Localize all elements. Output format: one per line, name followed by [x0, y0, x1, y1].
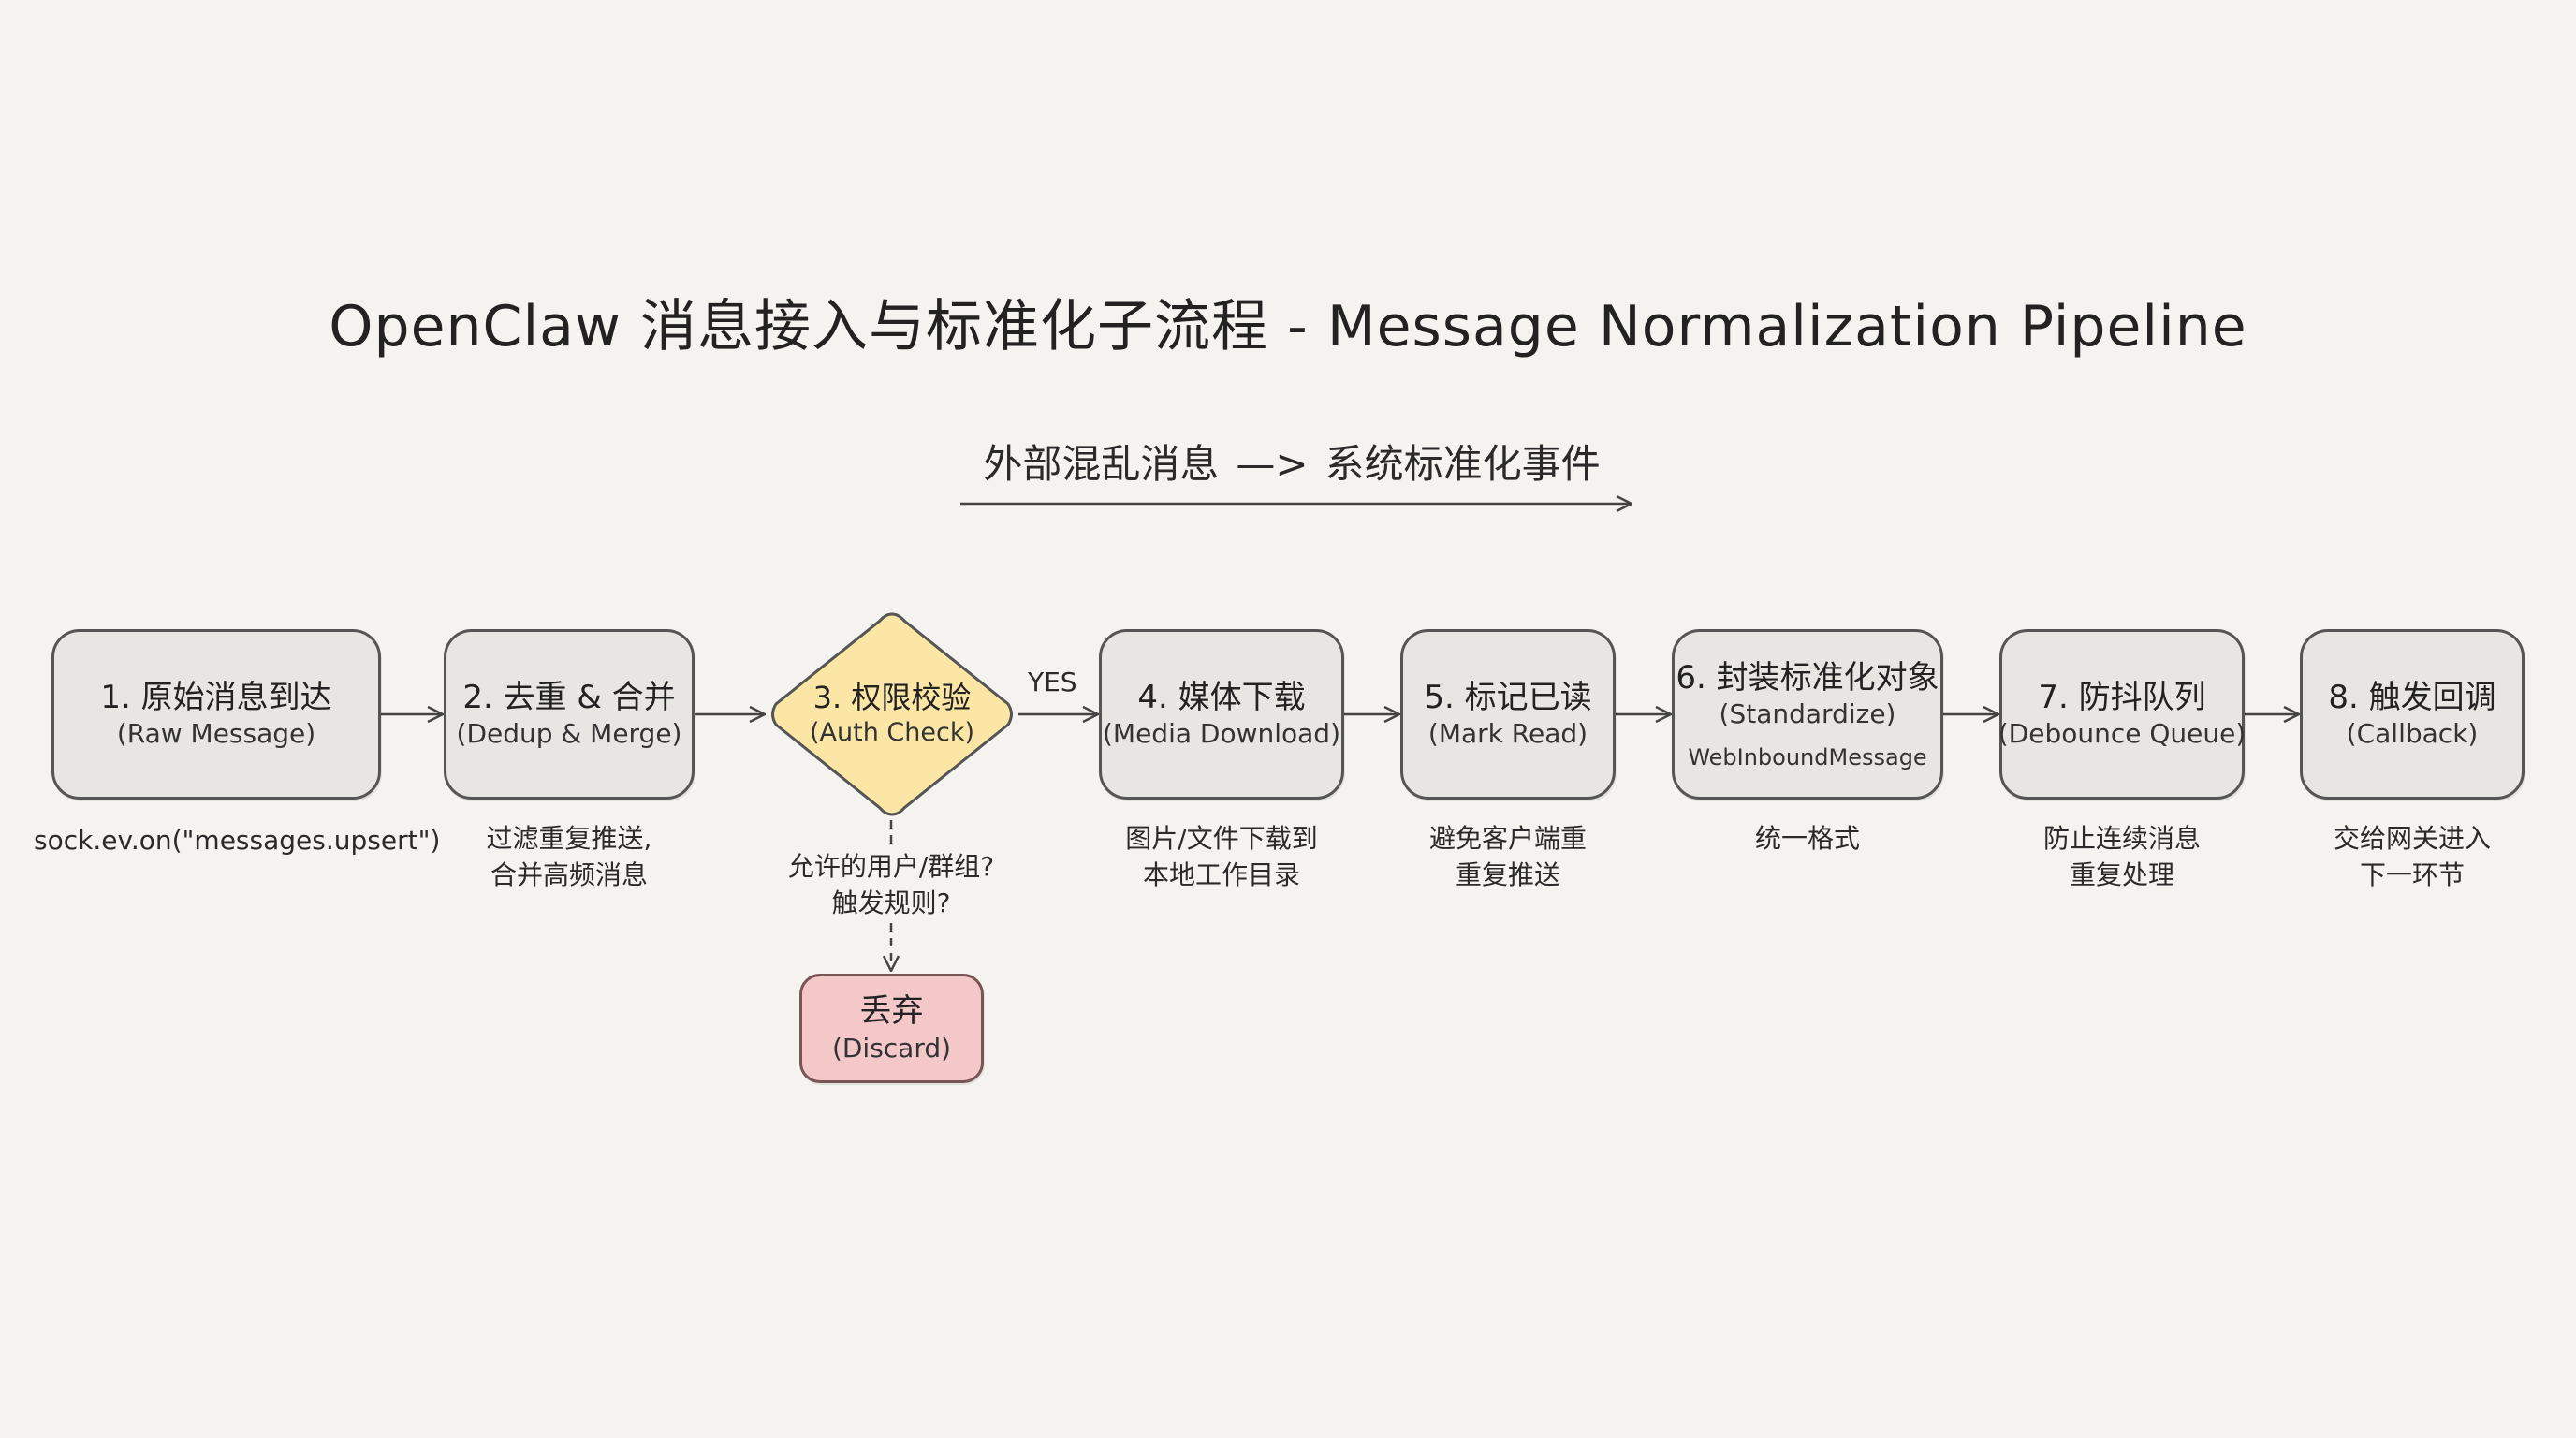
step-note: 避免客户端重 重复推送 [1368, 820, 1648, 893]
discard-label: 丢弃 [859, 992, 924, 1031]
step-label: 2. 去重 & 合并 [462, 678, 676, 716]
discard-sub: (Discard) [831, 1032, 952, 1064]
decision-diamond [771, 612, 1013, 816]
step-extra: WebInboundMessage [1688, 744, 1927, 771]
note-line: 避免客户端重 [1428, 823, 1587, 854]
note-line: 过滤重复推送, [486, 823, 652, 854]
yes-label: YES [1028, 667, 1077, 697]
flow-subtitle: 外部混乱消息 —> 系统标准化事件 [936, 433, 1647, 490]
discard-box: 丢弃 (Discard) [799, 974, 984, 1083]
step-note: 允许的用户/群组? 触发规则? [751, 848, 1032, 922]
step-callback: 8. 触发回调 (Callback) [2300, 629, 2525, 800]
subtitle-to: 系统标准化事件 [1325, 441, 1601, 487]
step-sub: (Mark Read) [1427, 718, 1588, 750]
step-label: 5. 标记已读 [1424, 678, 1592, 716]
step-sub: (Callback) [2346, 718, 2479, 750]
step-label: 1. 原始消息到达 [100, 678, 332, 716]
step-note: 交给网关进入 下一环节 [2272, 820, 2553, 893]
step-label: 8. 触发回调 [2328, 678, 2496, 716]
step-sub: (Standardize) [1719, 698, 1896, 730]
note-line: 交给网关进入 [2333, 823, 2491, 854]
step-standardize: 6. 封装标准化对象 (Standardize) WebInboundMessa… [1672, 629, 1943, 800]
note-line: 触发规则? [831, 888, 951, 919]
step-label: 3. 权限校验 [812, 680, 972, 716]
note-line: 本地工作目录 [1142, 859, 1300, 891]
note-line: 下一环节 [2359, 859, 2465, 891]
step-dedup-merge: 2. 去重 & 合并 (Dedup & Merge) [444, 629, 695, 800]
step-auth-check: 3. 权限校验 (Auth Check) [766, 610, 1018, 818]
step-mark-read: 5. 标记已读 (Mark Read) [1400, 629, 1616, 800]
note-line: sock.ev.on("messages.upsert") [34, 825, 441, 856]
step-sub: (Media Download) [1102, 718, 1341, 750]
step-note: 统一格式 [1667, 820, 1948, 857]
subtitle-arrow: —> [1236, 441, 1309, 487]
note-line: 统一格式 [1754, 823, 1860, 854]
note-line: 允许的用户/群组? [787, 851, 995, 882]
step-sub: (Raw Message) [116, 718, 316, 750]
step-raw-message: 1. 原始消息到达 (Raw Message) [51, 629, 381, 800]
note-line: 重复推送 [1455, 859, 1560, 891]
step-note: 过滤重复推送, 合并高频消息 [429, 820, 710, 893]
step-label: 6. 封装标准化对象 [1676, 658, 1939, 697]
note-line: 图片/文件下载到 [1125, 823, 1318, 854]
step-note: sock.ev.on("messages.upsert") [34, 822, 441, 858]
step-debounce-queue: 7. 防抖队列 (Debounce Queue) [1998, 629, 2247, 800]
step-sub: (Auth Check) [810, 718, 974, 748]
step-label: 4. 媒体下载 [1137, 678, 1306, 716]
step-sub: (Dedup & Merge) [456, 718, 682, 750]
step-note: 防止连续消息 重复处理 [1982, 820, 2262, 893]
step-sub: (Debounce Queue) [1998, 718, 2247, 750]
step-label: 7. 防抖队列 [2038, 678, 2206, 716]
step-media-download: 4. 媒体下载 (Media Download) [1099, 629, 1344, 800]
note-line: 重复处理 [2069, 859, 2174, 891]
diagram-title: OpenClaw 消息接入与标准化子流程 - Message Normaliza… [329, 294, 2247, 360]
step-note: 图片/文件下载到 本地工作目录 [1081, 820, 1362, 893]
note-line: 防止连续消息 [2042, 823, 2201, 854]
subtitle-from: 外部混乱消息 [983, 441, 1220, 487]
note-line: 合并高频消息 [490, 859, 648, 891]
